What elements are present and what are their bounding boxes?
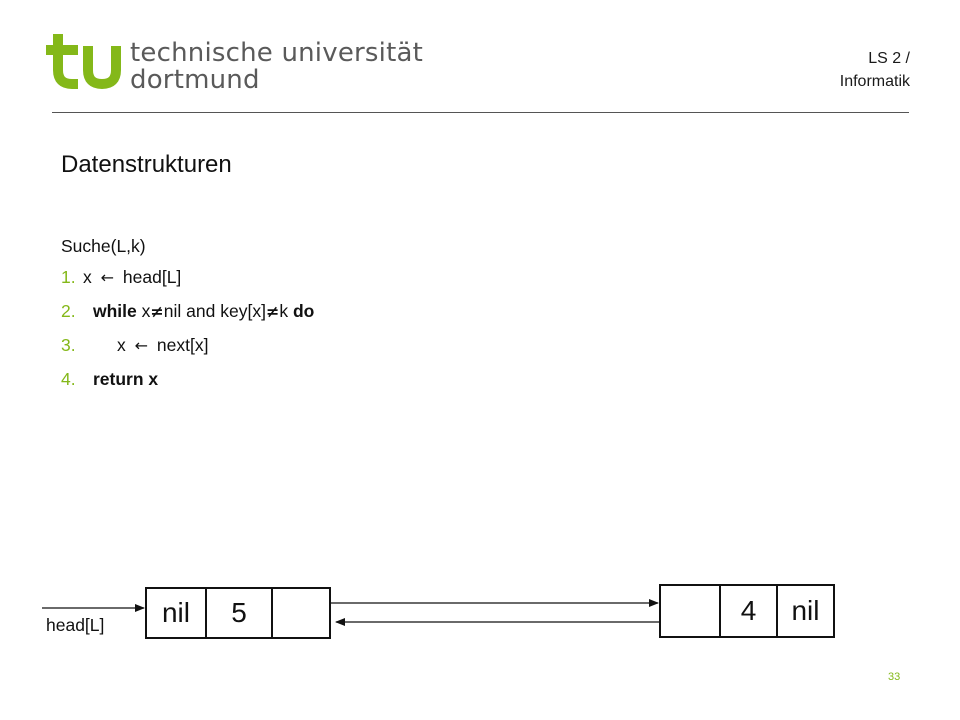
var-k: k	[279, 301, 289, 321]
line-text: x ← head[L]	[83, 267, 181, 287]
node-prev-field	[661, 586, 719, 636]
chair-label: LS 2 / Informatik	[840, 47, 910, 93]
line-number: 2.	[61, 301, 76, 321]
not-equal-icon: ≠	[150, 302, 164, 321]
node-prev-field: nil	[161, 597, 190, 628]
algorithm-name: Suche(L,k)	[61, 236, 146, 256]
line-number: 4.	[61, 369, 76, 389]
line-number: 1.	[61, 267, 76, 287]
expr-head: head[L]	[122, 267, 182, 287]
tu-dortmund-logo: technische universität dortmund	[44, 30, 423, 100]
condition-text: nil and key[x]	[163, 301, 266, 321]
list-node-2: 4 nil	[659, 584, 835, 638]
node-next-field: nil	[776, 586, 833, 636]
line-text: x ← next[x]	[83, 335, 208, 355]
chair-line-1: LS 2 /	[868, 50, 910, 67]
algorithm-line-2: 2.while x≠nil and key[x]≠k do	[61, 294, 314, 328]
list-node-1: nil 5	[145, 587, 331, 639]
assign-arrow-icon: ←	[134, 336, 149, 355]
keyword-return: return x	[93, 369, 159, 389]
page-title: Datenstrukturen	[61, 151, 232, 178]
line-number: 3.	[61, 335, 76, 355]
logo-wordmark: technische universität dortmund	[130, 40, 423, 94]
algorithm-line-3: 3. x ← next[x]	[61, 328, 314, 362]
var-x: x	[141, 301, 151, 321]
logo-line-city: dortmund	[130, 65, 260, 95]
keyword-do: do	[292, 301, 315, 321]
algorithm-line-4: 4. return x	[61, 362, 314, 396]
node-key-field: 5	[205, 589, 271, 637]
keyword-while: while	[93, 301, 137, 321]
line-text: return x	[83, 369, 158, 389]
assign-arrow-icon: ←	[100, 268, 115, 287]
chair-line-2: Informatik	[839, 73, 910, 90]
logo-line-university: technische universität	[130, 38, 423, 68]
algorithm-lines: 1.x ← head[L] 2.while x≠nil and key[x]≠k…	[61, 260, 314, 396]
line-text: while x≠nil and key[x]≠k do	[83, 301, 314, 321]
expr-next: next[x]	[156, 335, 209, 355]
node-key-field: 4	[719, 586, 776, 636]
algorithm-line-1: 1. x ← head[L]	[61, 260, 314, 294]
head-label: head[L]	[46, 615, 105, 635]
node-next-field	[271, 589, 329, 637]
page-number: 33	[888, 671, 901, 683]
algorithm-block: Suche(L,k) 1.x ← head[L] 2.while x≠nil a…	[61, 232, 314, 396]
header-divider	[52, 112, 909, 113]
tu-logo-mark-icon	[46, 34, 121, 90]
var-x: x	[117, 335, 126, 355]
not-equal-icon: ≠	[265, 302, 280, 321]
var-x: x	[83, 267, 92, 287]
